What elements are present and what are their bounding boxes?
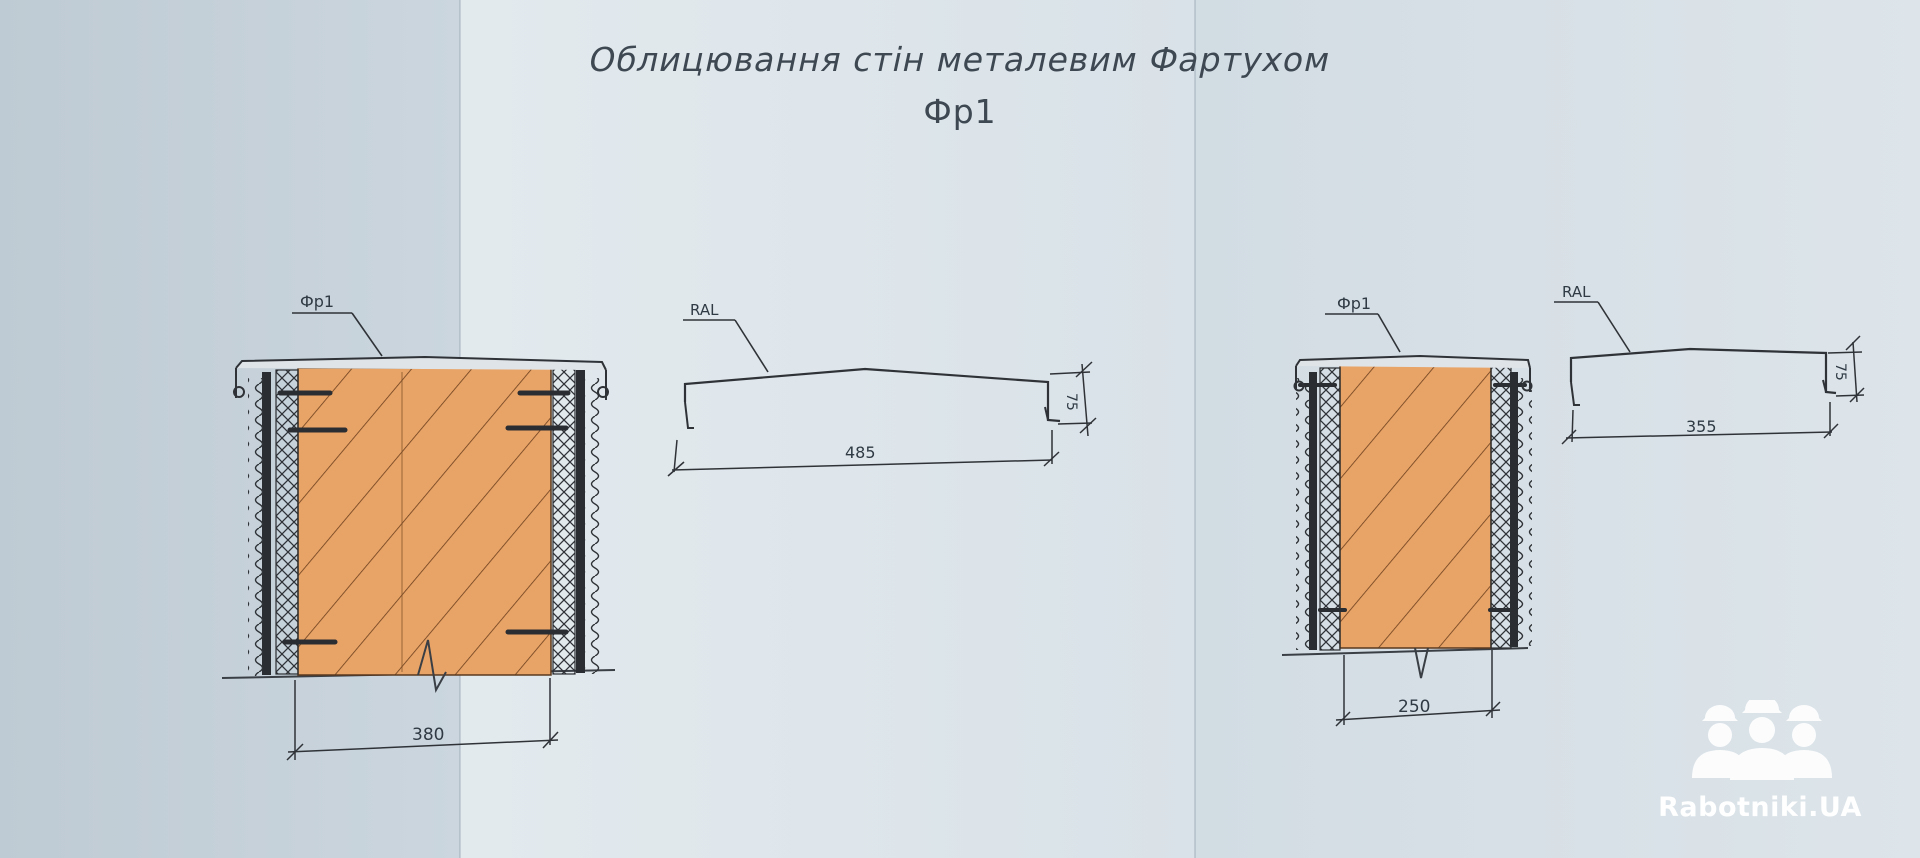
corrugated-sheet-right-left: [1296, 378, 1310, 650]
dimension-label-75-right: 75: [1832, 363, 1848, 381]
dimension-250: [1335, 650, 1501, 727]
timber-core-right: [1339, 364, 1492, 649]
dimension-label-75-center: 75: [1063, 393, 1079, 411]
ral-label-right: RAL: [1562, 283, 1591, 301]
dimension-75-center: [1049, 361, 1097, 437]
lattice-layer-right-left: [1319, 367, 1341, 651]
break-symbol-right: [1414, 647, 1429, 679]
lattice-layer-right: [552, 367, 576, 675]
lattice-layer-left: [275, 369, 299, 675]
dimension-label-380: 380: [412, 725, 444, 745]
ral-label-center: RAL: [690, 301, 719, 319]
wall-section-right: [1281, 313, 1533, 727]
steel-profile-right-left: [1309, 372, 1317, 650]
dimension-label-355: 355: [1686, 417, 1717, 436]
watermark-text: Rabotniki.UA: [1658, 792, 1862, 823]
watermark: Rabotniki.UA: [1630, 700, 1890, 830]
profile-outline: [683, 367, 1061, 423]
callout-label-right: Фр1: [1337, 294, 1371, 313]
cap-flashing-right: [1295, 354, 1531, 369]
flashing-profile-355: [1554, 301, 1865, 445]
dimension-label-485: 485: [845, 443, 876, 462]
ground-line-right: [1281, 647, 1529, 656]
break-symbol: [417, 639, 447, 694]
flashing-profile-485: [667, 319, 1097, 477]
dimension-75-right: [1827, 335, 1865, 403]
builders-helmet-icon: [1692, 700, 1832, 780]
drawing-subtitle: Фр1: [923, 92, 997, 131]
dimension-485: [667, 430, 1060, 477]
corrugated-sheet-right: [585, 378, 601, 674]
dimension-380: [286, 678, 559, 761]
fold-line-right: [1194, 0, 1196, 858]
ral-leader-right: [1597, 301, 1631, 353]
dimension-label-250: 250: [1398, 697, 1430, 717]
wall-section-left: [221, 312, 616, 761]
lattice-layer-right-right: [1490, 364, 1512, 649]
corrugated-sheet-right-right: [1518, 378, 1532, 646]
timber-core: [297, 367, 552, 676]
ral-leader: [734, 319, 769, 373]
callout-leader-right: [1377, 313, 1401, 353]
dimension-355: [1561, 402, 1839, 445]
profile-outline-355: [1569, 347, 1837, 395]
steel-profile-right-right: [1510, 372, 1518, 647]
callout-label-left: Фр1: [300, 292, 334, 311]
callout-leader: [351, 312, 383, 357]
steel-profile-left: [262, 372, 271, 675]
corrugated-sheet-left: [248, 378, 264, 676]
cap-flashing: [235, 355, 607, 371]
steel-profile-right: [576, 370, 585, 673]
anchor-bolts: [277, 390, 571, 645]
anchor-bolts-right: [1298, 383, 1527, 612]
